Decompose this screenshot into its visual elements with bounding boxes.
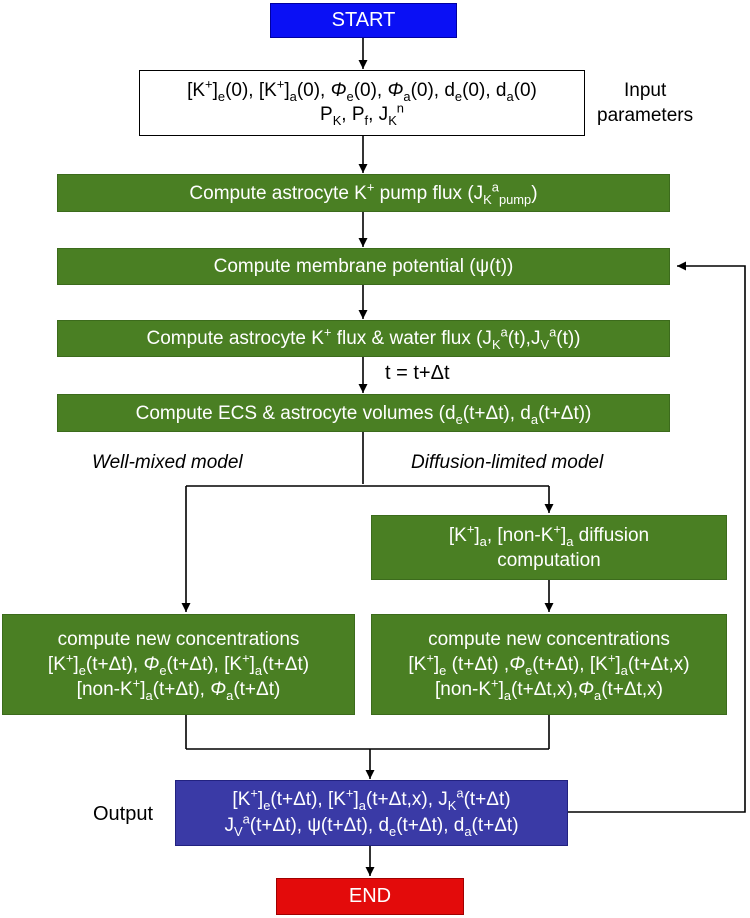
- start-label: START: [331, 9, 396, 31]
- time-step-label: t = t+Δt: [385, 362, 450, 384]
- well-mixed-concentrations-step: compute new concentrations [K+]e(t+Δt), …: [2, 614, 355, 715]
- diffusion-concentrations-step: compute new concentrations [K+]e (t+Δt) …: [371, 614, 727, 715]
- well-mixed-title: compute new concentrations: [57, 629, 300, 650]
- volumes-step: Compute ECS & astrocyte volumes (de(t+Δt…: [57, 394, 670, 432]
- pump-flux-step: Compute astrocyte K+ pump flux (JKapump): [57, 174, 670, 212]
- diffusion-line-2: computation: [497, 549, 601, 571]
- output-box: [K+]e(t+Δt), [K+]a(t+Δt,x), JKa(t+Δt) JV…: [175, 780, 568, 846]
- well-mixed-label: Well-mixed model: [92, 452, 243, 473]
- well-mixed-line-2: [non-K+]a(t+Δt), Φa(t+Δt): [76, 675, 281, 703]
- end-label: END: [348, 885, 392, 907]
- input-permeabilities: PK, Pf, JKn: [320, 100, 404, 128]
- end-node: END: [276, 878, 464, 915]
- input-parameters-label-2: parameters: [597, 105, 694, 126]
- membrane-potential-text: Compute membrane potential (ψ(t)): [213, 256, 514, 277]
- output-line-1: [K+]e(t+Δt), [K+]a(t+Δt,x), JKa(t+Δt): [232, 785, 511, 813]
- well-mixed-line-1: [K+]e(t+Δt), Φe(t+Δt), [K+]a(t+Δt): [47, 650, 310, 678]
- pump-flux-text: Compute astrocyte K+ pump flux (JKapump): [189, 179, 538, 207]
- diffusion-title: compute new concentrations: [428, 629, 670, 650]
- start-node: START: [270, 3, 457, 38]
- feedback-loop-arrow: [568, 261, 746, 813]
- diffusion-limited-label: Diffusion-limited model: [411, 452, 604, 473]
- membrane-potential-step: Compute membrane potential (ψ(t)): [57, 248, 670, 285]
- diffusion-conc-line-2: [non-K+]a(t+Δt,x),Φa(t+Δt,x): [435, 675, 663, 703]
- input-parameters-label-1: Input: [624, 80, 667, 101]
- diffusion-conc-line-1: [K+]e (t+Δt) ,Φe(t+Δt), [K+]a(t+Δt,x): [408, 650, 690, 678]
- input-initial-values: [K+]e(0), [K+]a(0), Φe(0), Φa(0), de(0),…: [187, 76, 537, 104]
- k-water-flux-step: Compute astrocyte K+ flux & water flux (…: [57, 320, 670, 357]
- k-water-flux-text: Compute astrocyte K+ flux & water flux (…: [146, 324, 581, 352]
- output-line-2: JVa(t+Δt), ψ(t+Δt), de(t+Δt), da(t+Δt): [224, 811, 519, 839]
- diffusion-computation-step: [K+]a, [non-K+]a diffusion computation: [371, 515, 727, 580]
- input-parameters-box: [K+]e(0), [K+]a(0), Φe(0), Φa(0), de(0),…: [139, 70, 585, 136]
- volumes-text: Compute ECS & astrocyte volumes (de(t+Δt…: [135, 402, 592, 427]
- output-label: Output: [93, 803, 154, 825]
- diffusion-line-1: [K+]a, [non-K+]a diffusion: [448, 521, 650, 549]
